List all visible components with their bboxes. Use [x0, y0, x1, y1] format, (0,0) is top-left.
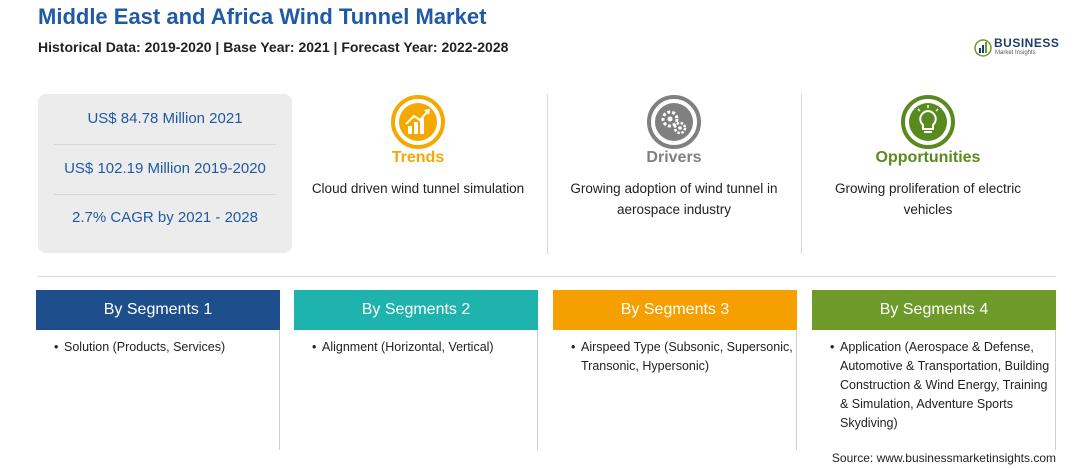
segment-3-header: By Segments 3	[553, 290, 797, 330]
source-note: Source: www.businessmarketinsights.com	[831, 451, 1056, 465]
opportunities-text: Growing proliferation of electric vehicl…	[834, 181, 1022, 217]
page-title: Middle East and Africa Wind Tunnel Marke…	[38, 4, 487, 29]
trends-title: Trends	[391, 149, 445, 166]
page-subtitle: Historical Data: 2019-2020 | Base Year: …	[38, 39, 509, 55]
stat-market-value-historical: US$ 102.19 Million 2019-2020	[54, 144, 276, 195]
bullet-icon: •	[830, 340, 835, 354]
divider	[801, 94, 802, 254]
segment-4-header: By Segments 4	[812, 290, 1056, 330]
segment-4-item: • Application (Aerospace & Defense, Auto…	[830, 338, 1055, 433]
drivers-title: Drivers	[646, 149, 702, 166]
segment-3-body: • Airspeed Type (Subsonic, Supersonic, T…	[553, 330, 797, 450]
bullet-icon: •	[571, 340, 576, 354]
lightbulb-icon	[901, 95, 955, 149]
segment-3-item: • Airspeed Type (Subsonic, Supersonic, T…	[571, 338, 796, 376]
logo-name: BUSINESS	[994, 36, 1060, 50]
segment-card-4: By Segments 4 • Application (Aerospace &…	[812, 290, 1056, 450]
divider	[547, 94, 548, 254]
bullet-icon: •	[312, 340, 317, 354]
section-divider	[38, 276, 1056, 277]
chart-icon	[391, 95, 445, 149]
opportunities-title: Opportunities	[875, 149, 981, 166]
stat-market-value-2021: US$ 84.78 Million 2021	[54, 94, 276, 145]
segment-4-item-text: Application (Aerospace & Defense, Automo…	[840, 340, 1050, 430]
segment-2-body: • Alignment (Horizontal, Vertical)	[294, 330, 538, 450]
trends-column: Trends Cloud driven wind tunnel simulati…	[293, 94, 543, 254]
segment-4-body: • Application (Aerospace & Defense, Auto…	[812, 330, 1056, 450]
segment-2-header: By Segments 2	[294, 290, 538, 330]
drivers-column: Drivers Growing adoption of wind tunnel …	[549, 94, 799, 254]
opportunities-column: Opportunities Growing proliferation of e…	[803, 94, 1053, 254]
market-stats-panel: US$ 84.78 Million 2021 US$ 102.19 Millio…	[38, 94, 292, 253]
segment-1-item: • Solution (Products, Services)	[54, 338, 279, 357]
gears-icon	[647, 95, 701, 149]
segment-3-item-text: Airspeed Type (Subsonic, Supersonic, Tra…	[581, 340, 793, 373]
segment-1-header: By Segments 1	[36, 290, 280, 330]
segment-2-item: • Alignment (Horizontal, Vertical)	[312, 338, 537, 357]
segment-1-body: • Solution (Products, Services)	[36, 330, 280, 450]
segment-1-item-text: Solution (Products, Services)	[64, 340, 226, 354]
drivers-text: Growing adoption of wind tunnel in aeros…	[570, 181, 778, 217]
stat-cagr: 2.7% CAGR by 2021 - 2028	[72, 209, 258, 226]
business-logo-icon	[974, 39, 992, 57]
segment-card-3: By Segments 3 • Airspeed Type (Subsonic,…	[553, 290, 797, 450]
logo-tagline: Market Insights	[995, 50, 1036, 56]
segment-card-1: By Segments 1 • Solution (Products, Serv…	[36, 290, 280, 450]
trends-text: Cloud driven wind tunnel simulation	[311, 181, 525, 196]
segment-2-item-text: Alignment (Horizontal, Vertical)	[322, 340, 494, 354]
segment-card-2: By Segments 2 • Alignment (Horizontal, V…	[294, 290, 538, 450]
bullet-icon: •	[54, 340, 59, 354]
